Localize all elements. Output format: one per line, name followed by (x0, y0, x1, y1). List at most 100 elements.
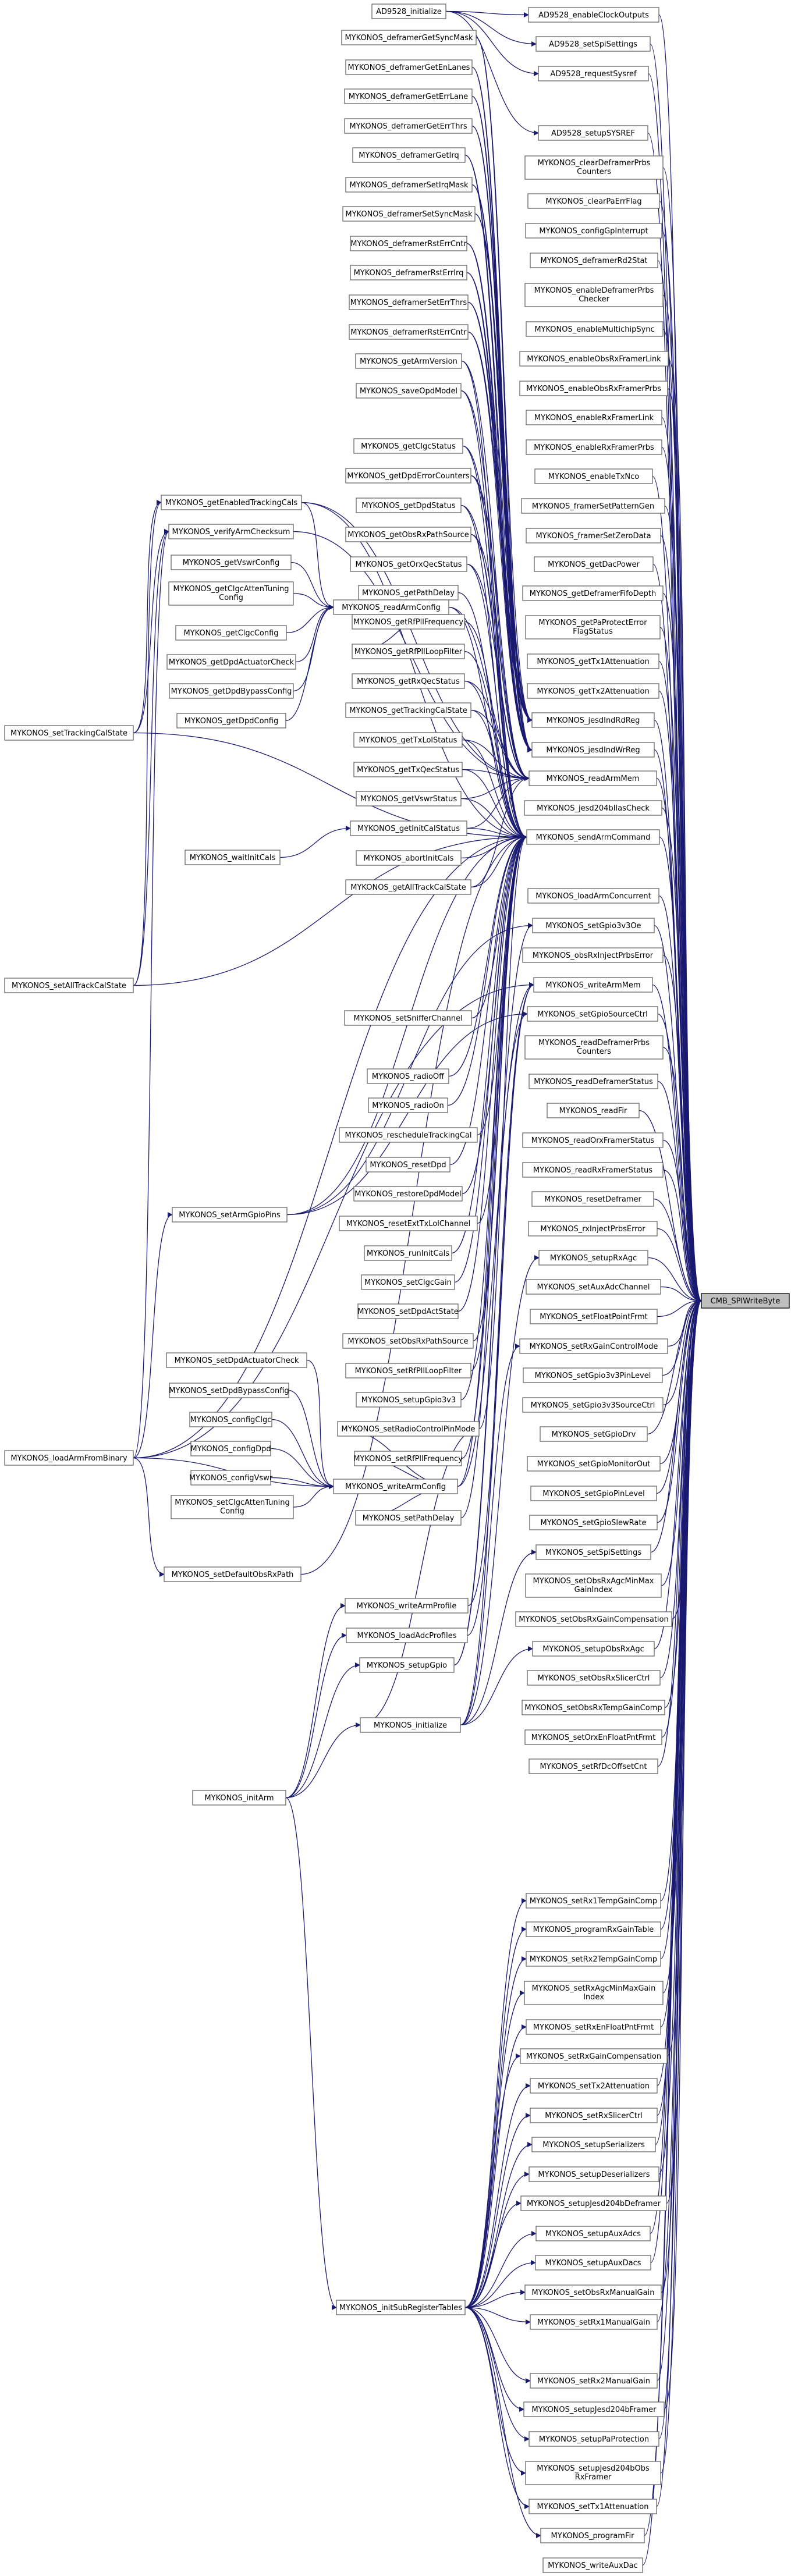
function-node[interactable]: MYKONOS_setupAuxDacs (535, 2255, 651, 2271)
function-node[interactable]: MYKONOS_setRx1TempGainComp (526, 1893, 661, 1909)
function-node[interactable]: MYKONOS_setGpio3v3Oe (532, 918, 655, 933)
function-node[interactable]: MYKONOS_configVswr (189, 1470, 273, 1486)
function-node[interactable]: MYKONOS_setRadioControlPinMode (337, 1421, 480, 1437)
function-node[interactable]: MYKONOS_setPathDelay (355, 1510, 462, 1526)
function-node[interactable]: MYKONOS_setRx2TempGainComp (526, 1951, 661, 1967)
function-node[interactable]: MYKONOS_readArmMem (528, 770, 657, 786)
function-node[interactable]: MYKONOS_setupPaProtection (528, 2431, 659, 2447)
function-node[interactable]: MYKONOS_enableRxFramerPrbs (526, 439, 662, 455)
function-node[interactable]: MYKONOS_getTxLolStatus (353, 732, 463, 748)
function-node[interactable]: MYKONOS_resetExtTxLolChannel (339, 1216, 478, 1231)
function-node[interactable]: MYKONOS_setDpdActState (357, 1303, 459, 1319)
function-node[interactable]: MYKONOS_getVswrStatus (356, 791, 462, 806)
function-node[interactable]: MYKONOS_setRx1ManualGain (530, 2314, 658, 2330)
function-node[interactable]: MYKONOS_runInitCals (364, 1245, 452, 1261)
function-node[interactable]: MYKONOS_getTx2Attenuation (527, 683, 659, 699)
function-node[interactable]: MYKONOS_rxInjectPrbsError (528, 1221, 658, 1237)
function-node[interactable]: MYKONOS_setDpdActuatorCheck (166, 1352, 307, 1368)
function-node[interactable]: MYKONOS_setObsRxTempGainComp (522, 1700, 665, 1715)
function-node[interactable]: MYKONOS_setObsRxManualGain (524, 2284, 662, 2300)
function-node[interactable]: MYKONOS_restoreDpdModel (353, 1186, 463, 1202)
function-node[interactable]: MYKONOS_getPathDelay (358, 585, 459, 601)
function-node[interactable]: MYKONOS_loadArmFromBinary (4, 1450, 134, 1466)
function-node[interactable]: MYKONOS_getRfPllFrequency (352, 614, 465, 630)
function-node[interactable]: MYKONOS_setObsRxGainCompensation (515, 1611, 672, 1627)
function-node[interactable]: MYKONOS_readRxFramerStatus (522, 1162, 664, 1178)
function-node[interactable]: MYKONOS_getRfPllLoopFilter (352, 644, 465, 659)
function-node[interactable]: MYKONOS_obsRxInjectPrbsError (522, 947, 664, 963)
function-node[interactable]: MYKONOS_deframerGetEnLanes (345, 59, 473, 75)
function-node[interactable]: MYKONOS_getVswrConfig (171, 555, 292, 570)
function-node[interactable]: MYKONOS_enableRxFramerLink (526, 410, 662, 425)
function-node[interactable]: MYKONOS_setGpio3v3PinLevel (523, 1367, 663, 1383)
function-node[interactable]: MYKONOS_setGpioMonitorOut (527, 1456, 661, 1472)
function-node[interactable]: MYKONOS_deframerGetSyncMask (341, 30, 477, 45)
function-node[interactable]: MYKONOS_deframerSetErrThrs (349, 294, 469, 310)
function-node[interactable]: MYKONOS_getOrxQecStatus (350, 556, 467, 572)
function-node[interactable]: MYKONOS_jesd204bIlasCheck (524, 800, 662, 816)
function-node[interactable]: MYKONOS_setOrxEnFloatPntFrmt (524, 1729, 662, 1745)
function-node[interactable]: MYKONOS_deframerGetErrThrs (344, 118, 473, 134)
function-node[interactable]: MYKONOS_writeAuxDac (542, 2557, 643, 2573)
function-node[interactable]: MYKONOS_resetDeframer (531, 1191, 654, 1207)
function-node[interactable]: MYKONOS_setRfPllFrequency (353, 1451, 463, 1466)
function-node[interactable]: MYKONOS_enableMultichipSync (526, 321, 664, 337)
function-node[interactable]: MYKONOS_readFir (547, 1103, 640, 1118)
function-node[interactable]: MYKONOS_getTxQecStatus (353, 762, 463, 777)
function-node[interactable]: MYKONOS_setSnifferChannel (344, 1010, 472, 1026)
function-node[interactable]: MYKONOS_setTrackingCalState (4, 725, 134, 741)
function-node[interactable]: MYKONOS_setupDeserializers (528, 2166, 659, 2182)
function-node[interactable]: MYKONOS_getDpdConfig (176, 713, 286, 729)
function-node[interactable]: MYKONOS_framerSetZeroData (526, 528, 661, 543)
function-node[interactable]: MYKONOS_writeArmMem (533, 977, 653, 993)
function-node[interactable]: MYKONOS_resetDpd (366, 1157, 451, 1172)
function-node[interactable]: MYKONOS_setRfPllLoopFilter (345, 1363, 471, 1378)
function-node[interactable]: MYKONOS_configDpd (190, 1441, 271, 1456)
function-node[interactable]: MYKONOS_clearPaErrFlag (527, 193, 660, 209)
function-node[interactable]: MYKONOS_deframerRstErrCntr (350, 236, 467, 251)
function-node[interactable]: MYKONOS_waitInitCals (185, 850, 281, 865)
function-node[interactable]: AD9528_requestSysref (538, 66, 649, 81)
function-node[interactable]: MYKONOS_setArmGpioPins (172, 1207, 288, 1223)
function-node[interactable]: MYKONOS_setObsRxPathSource (342, 1333, 474, 1349)
function-node[interactable]: MYKONOS_deframerSetSyncMask (342, 206, 476, 222)
function-node[interactable]: MYKONOS_setRxSlicerCtrl (530, 2108, 658, 2123)
function-node[interactable]: MYKONOS_programRxGainTable (526, 1921, 661, 1937)
function-node[interactable]: AD9528_enableClockOutputs (528, 7, 659, 23)
function-node[interactable]: MYKONOS_setDpdBypassConfig (169, 1383, 289, 1398)
function-node[interactable]: MYKONOS_setRxGainCompensation (520, 2048, 668, 2064)
function-node[interactable]: MYKONOS_setRxGainControlMode (519, 1338, 668, 1354)
function-node[interactable]: MYKONOS_readDeframerStatus (528, 1074, 658, 1089)
function-node[interactable]: MYKONOS_jesdIndWrReg (531, 742, 655, 758)
function-node[interactable]: MYKONOS_getArmVersion (355, 353, 462, 369)
function-node[interactable]: MYKONOS_radioOn (368, 1097, 448, 1113)
function-node[interactable]: MYKONOS_enableObsRxFramerPrbs (519, 381, 668, 396)
function-node[interactable]: MYKONOS_getDpdActuatorCheck (166, 654, 296, 670)
function-node[interactable]: MYKONOS_getTrackingCalState (345, 702, 471, 718)
function-node[interactable]: MYKONOS_getClgcStatus (353, 438, 463, 454)
function-node[interactable]: MYKONOS_setAllTrackCalState (4, 978, 134, 993)
function-node[interactable]: MYKONOS_setupGpio (359, 1657, 455, 1673)
function-node[interactable]: MYKONOS_configGpInterrupt (525, 223, 662, 239)
function-node[interactable]: MYKONOS_loadAdcProfiles (346, 1628, 468, 1643)
function-node[interactable]: MYKONOS_setTx2Attenuation (530, 2078, 658, 2094)
function-node[interactable]: MYKONOS_setupSerializers (531, 2137, 656, 2152)
function-node[interactable]: MYKONOS_setupJesd204bFramer (523, 2401, 665, 2417)
function-node[interactable]: AD9528_setupSYSREF (538, 125, 648, 141)
function-node[interactable]: MYKONOS_readArmConfig (333, 599, 449, 615)
function-node[interactable]: MYKONOS_enableObsRxFramerLink (519, 351, 669, 367)
function-node[interactable]: MYKONOS_saveOpdModel (356, 383, 462, 399)
function-node[interactable]: MYKONOS_enableTxNco (534, 468, 653, 484)
function-node[interactable]: MYKONOS_configClgc (189, 1412, 272, 1427)
function-node[interactable]: MYKONOS_getInitCalStatus (350, 820, 467, 836)
function-node[interactable]: MYKONOS_getDpdBypassConfig (169, 683, 294, 699)
function-node[interactable]: MYKONOS_getDpdErrorCounters (345, 468, 471, 484)
